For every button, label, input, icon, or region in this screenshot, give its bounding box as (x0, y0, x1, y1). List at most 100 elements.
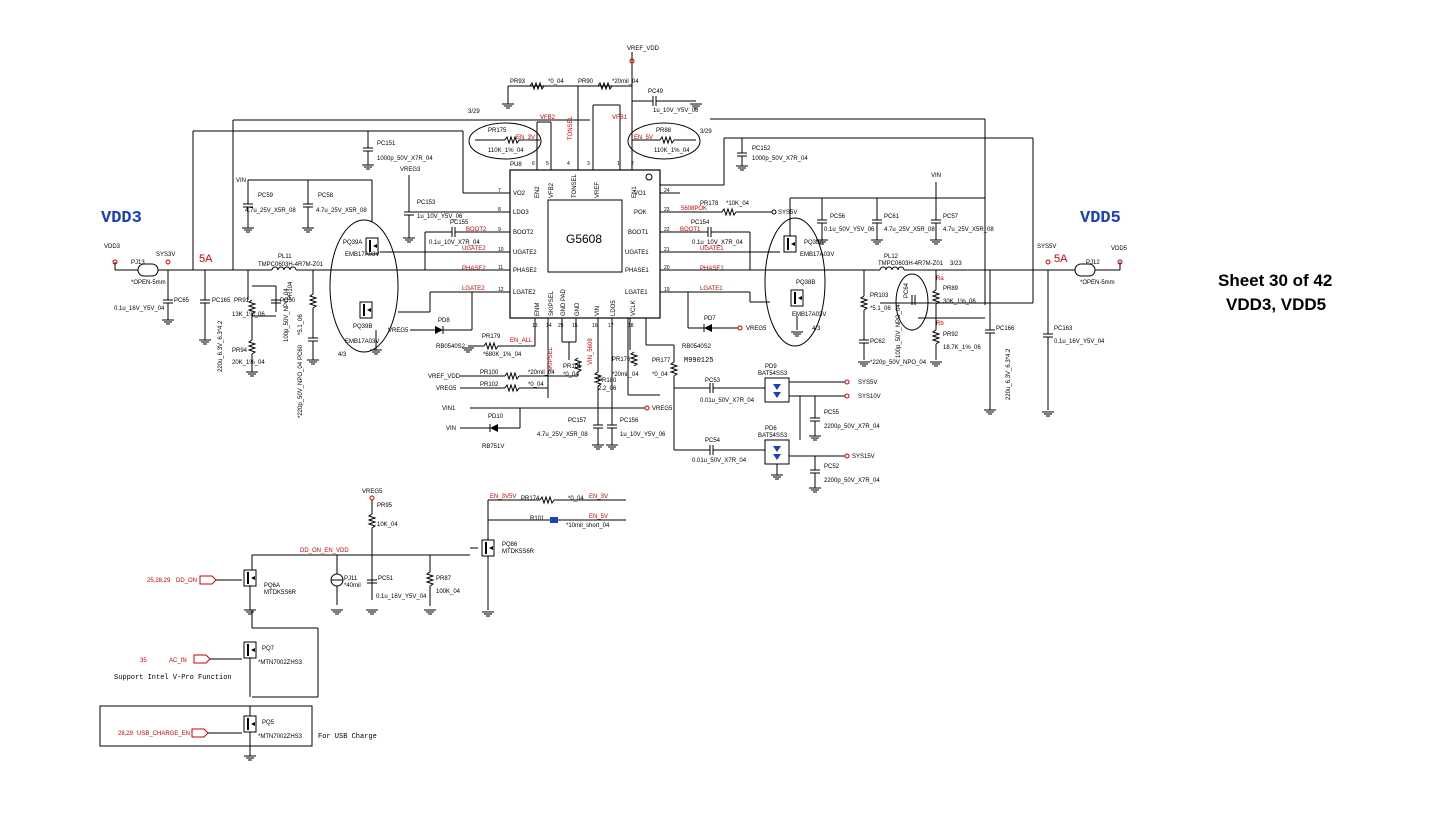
net-en-3v-b: EN_3V (589, 494, 608, 500)
enable-circuit: VREG5 PR95 10K_04 DD_ON_EN_VDD PQ6A MTDK… (99, 489, 626, 761)
pq7-label: PQ7 (262, 646, 275, 652)
net-tonsel: TONSEL (568, 115, 574, 140)
pj13-label: PJ13 (131, 260, 145, 266)
net-vreg5-c: VREG5 (652, 406, 673, 412)
pc166-label: PC166 (996, 326, 1015, 332)
pc59-label: PC59 (258, 193, 274, 199)
ic-pin-num-right-24: 24 (664, 188, 670, 194)
net-sys3v: SYS3V (156, 252, 175, 258)
pd7-label: PD7 (704, 316, 716, 322)
pr100-value: *20mil_04 (528, 370, 555, 376)
ic-pin-lgate2: LGATE2 (513, 290, 536, 296)
title-vdd5: VDD5 (1080, 209, 1121, 228)
pj11-value: *40mil (344, 583, 361, 589)
ic-pin-num-top-3: 3 (587, 161, 590, 167)
pr94-value: 20K_1%_04 (232, 360, 265, 366)
right-boot-group: 5608POK PR178 *10K_04 SYS5V PC154 BOOT1 … (660, 201, 797, 303)
net-phase2: PHASE2 (462, 266, 486, 272)
net-usb-charge-en: USB_CHARGE_EN (137, 731, 190, 737)
pc64-value: 100p_50V_NPO_04 (896, 304, 902, 358)
ic-pin-vo1: VO1 (634, 191, 647, 197)
ic-pin-en1: EN1 (632, 186, 638, 198)
title-vdd3: VDD3 (101, 209, 142, 228)
ic-pin-vref: VREF (595, 182, 601, 198)
ic-pin-gnd: GND (575, 302, 581, 316)
pc166-value: 220u_6.3V_6.3*4.2 (1006, 348, 1012, 400)
pc163-label: PC163 (1054, 326, 1073, 332)
pc61-label: PC61 (884, 214, 900, 220)
net-vreg5-e: VREG5 (362, 489, 383, 495)
net-vreg5-d: VREG5 (746, 326, 767, 332)
pr102-value: *0_04 (528, 382, 544, 388)
pd10-label: PD10 (488, 414, 504, 420)
pr90-value: *20mil_04 (612, 79, 639, 85)
pr88-label: PR88 (656, 128, 672, 134)
net-vin-left: VIN (236, 178, 246, 184)
pc157-label: PC157 (568, 418, 587, 424)
pr89-label: PR89 (943, 286, 959, 292)
ic-pin-num-bot-17: 17 (608, 323, 614, 329)
boot2-group: PC155 0.1u_10V_X7R_04 BOOT2 UGATE2 PHASE… (380, 220, 510, 313)
ic-pin-vfb2: VFB2 (549, 182, 555, 198)
ic-part-label: G5608 (566, 232, 602, 246)
pc157-value: 4.7u_25V_X5R_08 (537, 432, 588, 438)
net-vin-pd10: VIN (446, 426, 456, 432)
frac-4-3-right: 4/3 (812, 326, 821, 332)
vdd5-rail: VDD5 SYS5V PJ12 *OPEN-5mm 5A PL12 TMPC06… (660, 244, 1128, 417)
pl12-label: PL12 (884, 254, 899, 260)
net-vref-vdd-2: VREF_VDD (428, 374, 461, 380)
pr87-value: 100K_04 (436, 589, 461, 595)
ic-pin-num-top-1: 1 (617, 161, 620, 167)
pr88-value: 110K_1%_04 (654, 148, 690, 154)
pr100-label: PR100 (480, 370, 499, 376)
ic-pin-num-top-4: 4 (567, 161, 570, 167)
net-boot1: BOOT1 (680, 227, 701, 233)
ref-ac-in: 35 (140, 658, 147, 664)
pd10-value: RB751V (482, 444, 504, 450)
pl11-value: TMPC0603H-4R7M-Z01 (258, 262, 324, 268)
pc152-value: 1000p_50V_X7R_04 (752, 156, 808, 162)
pc60-label: PC60 (298, 344, 304, 360)
pr87-label: PR87 (436, 576, 452, 582)
net-en-5v: EN_5V (634, 135, 653, 141)
pr177-value: *0_04 (652, 372, 668, 378)
pc59-value: 4.7u_25V_X5R_08 (245, 208, 296, 214)
pc151-label: PC151 (377, 141, 396, 147)
ic-pin-num-bot-15: 15 (572, 323, 578, 329)
ic-pin-en2: EN2 (535, 186, 541, 198)
pc154-label: PC154 (691, 220, 710, 226)
right-input-caps: VIN PC56 0.1u_50V_Y5V_06 PC61 4.7u_25V_X… (815, 173, 994, 245)
pr92-value: 18.7K_1%_06 (943, 345, 981, 351)
pr174-value: *0_04 (568, 496, 584, 502)
pc53-label: PC53 (705, 378, 721, 384)
pd8-value: RB0540S2 (436, 344, 466, 350)
ref-usb-charge: 28,29 (118, 731, 134, 737)
net-vreg5-b: VREG5 (436, 386, 457, 392)
pc50-value: 100p_50V_NPO_04 (284, 288, 290, 342)
net-vreg5-left: VREG5 (388, 328, 409, 334)
ic-pin-num-left-7: 7 (498, 188, 501, 194)
pc50-label: PC50 (280, 298, 296, 304)
pc55-label: PC55 (824, 410, 840, 416)
r101-value: *10mil_short_04 (566, 523, 610, 529)
ic-pin-boot1: BOOT1 (628, 230, 649, 236)
ic-g5608: G5608 PU8 (509, 162, 661, 319)
pr93-value: *0_04 (548, 79, 564, 85)
net-sys5v-rail: SYS5V (1037, 244, 1056, 250)
pc154-value: 0.1u_10V_X7R_04 (692, 240, 743, 246)
ic-pin-gnd-pad: GND PAD (561, 288, 567, 316)
net-vin1: VIN1 (442, 406, 456, 412)
pr90-label: PR90 (578, 79, 594, 85)
label-ra: Ra (936, 276, 944, 282)
ic-pin-num-bot-16: 16 (592, 323, 598, 329)
net-ugate2: UGATE2 (462, 246, 486, 252)
pr103-label: PR103 (870, 293, 889, 299)
pc156-label: PC156 (620, 418, 639, 424)
pc61-value: 4.7u_25V_X5R_08 (884, 227, 935, 233)
pq86-label: PQ86 (502, 542, 518, 548)
pr177-label: PR177 (652, 358, 671, 364)
vreg3-group: VREG3 PC153 1u_10V_Y5V_06 (400, 167, 510, 243)
pc62-value: *220p_50V_NPO_04 (870, 360, 927, 366)
pq5-value: *MTN7002ZHS3 (258, 734, 303, 740)
pr102-label: PR102 (480, 382, 499, 388)
